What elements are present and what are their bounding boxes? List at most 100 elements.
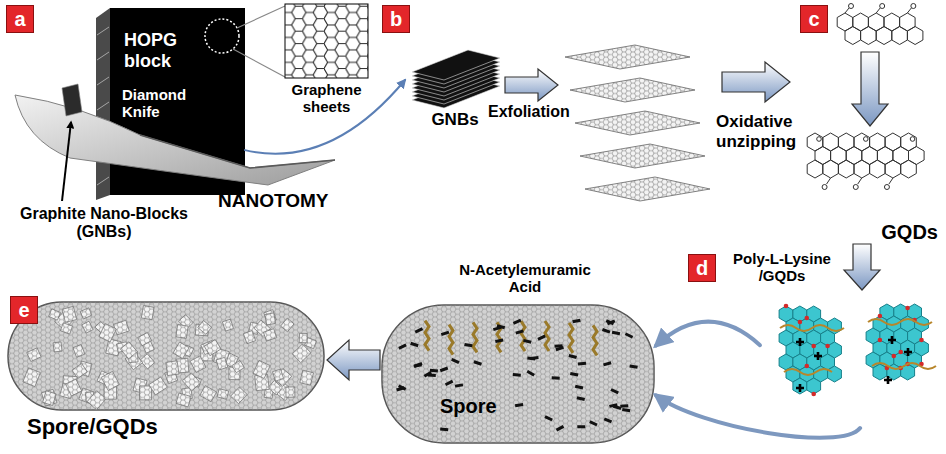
hexagon-ring [828, 366, 842, 382]
oxygen-group [863, 137, 868, 142]
negative-charge [570, 372, 578, 376]
negative-charge [555, 344, 563, 347]
oxygen-group [822, 185, 827, 190]
negative-charge [629, 364, 637, 368]
annotation-label: Graphite Nano-Blocks (GNBs) [4, 205, 204, 242]
graphene-sheet [580, 144, 705, 168]
n-acetylmuramic-acid-chain [593, 325, 597, 355]
n-acetylmuramic-acid-chain [449, 325, 453, 355]
graphene-oxide-structure [837, 4, 923, 45]
text-slot: Oxidative unzipping [716, 112, 816, 151]
gqd-lattice [299, 333, 307, 343]
gqd-flake [138, 333, 152, 346]
negative-charge [415, 327, 424, 333]
gqd-lattice [190, 356, 206, 373]
hexagon-ring [793, 378, 807, 394]
panel-letter: b [383, 6, 409, 32]
gqd-flake [231, 387, 248, 404]
gqd-flake [87, 391, 106, 410]
spore-texture [382, 305, 654, 443]
spore-body [382, 305, 654, 443]
gqd-flake [253, 360, 270, 378]
process-arrow [844, 244, 880, 290]
hexagon-ring [870, 160, 886, 178]
gqd-clusters [779, 304, 936, 397]
graphite-nano-block [62, 84, 82, 116]
node-label: HOPG block [124, 30, 204, 71]
oxygen-group [910, 137, 915, 142]
negative-charge [493, 326, 502, 331]
oxygen-atom [798, 320, 803, 325]
stage-node: Spore/GQDs [5, 300, 327, 412]
gqd-lattice [114, 320, 130, 335]
gqd-flake [101, 371, 119, 390]
graphene-sheet [570, 78, 695, 102]
zoom-line [233, 49, 285, 77]
polylysine-chain [784, 369, 832, 375]
negative-charge [575, 385, 583, 390]
oxygen-atom [805, 316, 810, 321]
graphite-plate [412, 50, 500, 80]
negative-charge [556, 425, 564, 431]
n-acetylmuramic-acid-chain [425, 321, 429, 351]
negative-charge [544, 415, 553, 421]
node-label: Spore/GQDs [27, 414, 158, 439]
gqd-flake [53, 342, 62, 352]
gqd-flake [273, 369, 284, 381]
negative-charge [428, 373, 436, 376]
negative-charge [413, 363, 421, 367]
text-slot: Exfoliation [488, 103, 570, 121]
gqd-lattice [263, 329, 276, 341]
process-arrow [852, 52, 888, 126]
gqd-lattice [66, 379, 82, 396]
gqd-lattice [292, 344, 311, 363]
gqd-lattice [231, 387, 248, 404]
negative-charge [515, 403, 523, 407]
gqd-lattice [166, 361, 179, 376]
hexagon-ring [807, 160, 823, 178]
text-slot: Poly-L-Lysine /GQDs [720, 250, 844, 285]
text-slot: Graphite Nano-Blocks (GNBs) [4, 205, 204, 242]
gqd-flake [43, 391, 57, 406]
negative-charge [530, 356, 538, 360]
oxygen-atom [811, 344, 816, 349]
hexagon-ring [892, 27, 908, 45]
gqd-flake [80, 308, 92, 319]
gqd-lattice [87, 391, 106, 410]
annotation-label: Exfoliation [488, 103, 570, 121]
gqd-flake [176, 325, 188, 339]
annotation-label: NANOTOMY [218, 190, 328, 212]
leader-arrow [62, 122, 71, 201]
label-holder: Graphene sheets [278, 81, 279, 82]
polylysine-chain [780, 325, 844, 331]
negative-charge [603, 361, 612, 366]
oxygen-atom [878, 314, 883, 319]
oxygen-atom [878, 338, 883, 343]
node-label: Poly-L-Lysine /GQDs [720, 250, 844, 285]
text-slot: Diamond Knife [122, 86, 202, 121]
positive-charge [888, 336, 896, 344]
gqd-flakes [23, 306, 317, 410]
node-label: N-Acetylemuramic Acid [450, 261, 600, 296]
panel-letter: d [689, 255, 715, 281]
negative-charge [414, 362, 423, 368]
negative-charge [625, 332, 634, 338]
negative-charge [607, 319, 616, 325]
gqd-lattice [120, 342, 137, 359]
graphene-lattice [570, 78, 695, 102]
graphene-lattice [585, 177, 710, 201]
negative-charge [526, 370, 534, 377]
oxygen-bond [889, 178, 893, 184]
negative-charge [495, 339, 503, 343]
negative-charge [398, 384, 406, 390]
n-acetylmuramic-acid-chain [545, 321, 549, 351]
negative-charge [577, 396, 585, 401]
gqd-flake [190, 356, 206, 373]
gqd-lattice [286, 387, 295, 397]
graphene-inset [285, 4, 368, 78]
label-holder: NANOTOMY [218, 190, 219, 191]
gqd-lattice [222, 319, 233, 331]
panel-badge: b [382, 5, 410, 33]
gqd-flake [292, 344, 311, 363]
positive-charge [796, 338, 804, 346]
